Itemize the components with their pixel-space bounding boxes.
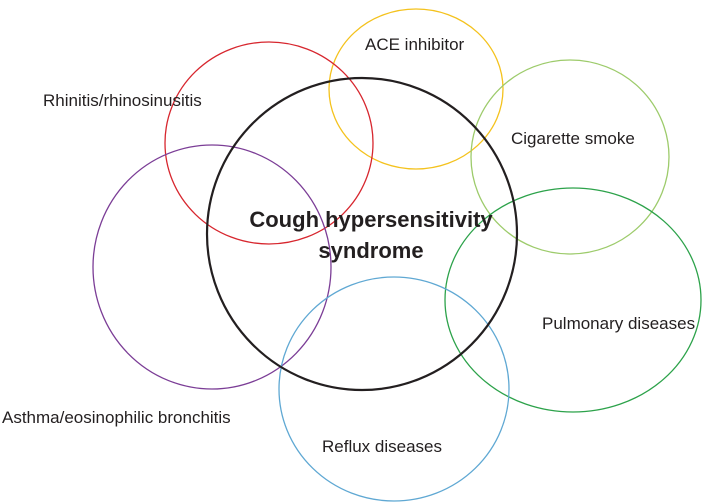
center-label: Cough hypersensitivity syndrome (208, 204, 534, 266)
center-label-line2: syndrome (318, 238, 424, 263)
circle-ace-inhibitor (328, 8, 504, 170)
circle-center (205, 76, 519, 392)
label-reflux-diseases: Reflux diseases (322, 437, 443, 456)
circle-cigarette-smoke (470, 59, 670, 255)
label-asthma: Asthma/eosinophilic bronchitis (2, 408, 231, 427)
label-cigarette-smoke: Cigarette smoke (511, 129, 635, 148)
label-ace-inhibitor: ACE inhibitor (365, 35, 465, 54)
label-pulmonary-diseases: Pulmonary diseases (542, 314, 696, 333)
circle-asthma (92, 144, 332, 390)
circle-reflux (278, 276, 510, 502)
label-rhinitis: Rhinitis/rhinosinusitis (43, 91, 202, 110)
center-label-line1: Cough hypersensitivity (249, 207, 493, 232)
circle-rhinitis (164, 41, 374, 245)
circle-pulmonary (444, 187, 702, 413)
